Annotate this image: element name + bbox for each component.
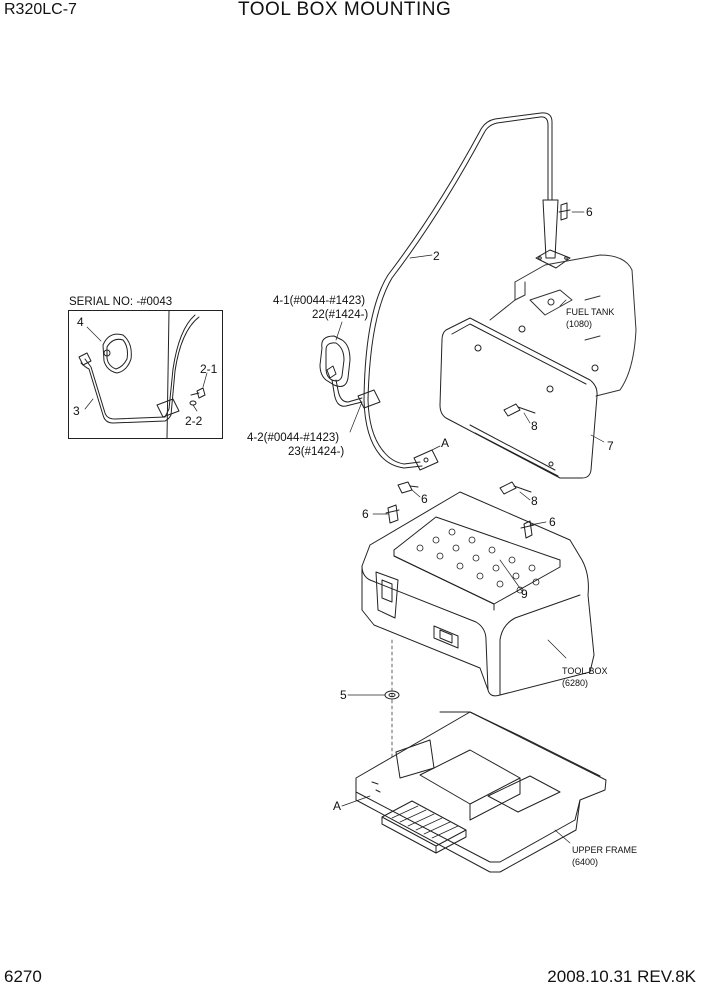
page-number: 6270 [4,967,42,986]
model-name: R320LC-7 [4,1,77,18]
ref-upper-frame-code: (6400) [572,857,599,867]
inset-stay-pipe [78,310,200,439]
inset-leaders [84,326,208,412]
bolt-6-left [385,504,400,524]
ref-tool-box-code: (6280) [562,678,589,688]
callout-4-1: 4-1(#0044-#1423) [273,295,366,307]
callout-6-mid: 6 [421,492,428,506]
fuel-tank-outline [489,254,637,397]
ref-tool-box-name: TOOL BOX [562,666,608,676]
inset-callout-2-2: 2-2 [185,414,203,428]
side-cover-panel [439,317,599,479]
callout-6-top: 6 [586,205,593,219]
callout-a-top: A [441,436,450,450]
callout-2: 2 [433,249,440,263]
step-bracket-a [413,449,439,471]
tool-box [361,491,595,697]
callout-6-right: 6 [549,515,556,529]
ref-fuel-tank-name: FUEL TANK [566,307,615,317]
callout-9: 9 [521,587,528,601]
inset-mirror [102,333,132,374]
leader-lines [335,211,605,844]
mirror-stay-pipe [363,112,559,469]
callout-23: 23(#1424-) [288,446,345,458]
callout-7: 7 [607,439,614,453]
inset-callout-2-1: 2-1 [200,362,218,376]
revision-date: 2008.10.31 REV.8K [547,967,696,986]
ref-upper-frame-name: UPPER FRAME [572,845,638,855]
step-plate [381,800,467,854]
bolt-8-lower [499,481,532,495]
bolt-6-top [558,202,571,221]
callout-22: 22(#1424-) [312,309,369,321]
bolt-8-upper [503,403,536,417]
inset-bolt [189,387,206,406]
callout-6-left: 6 [362,507,369,521]
inset-callout-3: 3 [73,404,80,418]
callout-8-upper: 8 [531,419,538,433]
callout-8-lower: 8 [531,494,538,508]
inset-serial-label: SERIAL NO: -#0043 [69,296,173,308]
bolt-6-mid [397,481,419,494]
tread-plate-cover [393,516,561,611]
mirror-assembly [319,335,381,409]
page-title: TOOL BOX MOUNTING [238,0,452,20]
callout-a-bottom: A [333,799,342,813]
callout-4-2: 4-2(#0044-#1423) [247,432,340,444]
upper-frame [355,711,607,873]
serial-inset-frame: 4 2-1 3 2-2 [68,310,223,439]
inset-drawing [78,310,208,439]
inset-callout-4: 4 [77,315,84,329]
pipe-flange [535,249,571,269]
callout-5: 5 [340,688,347,702]
ref-fuel-tank-code: (1080) [566,319,593,329]
